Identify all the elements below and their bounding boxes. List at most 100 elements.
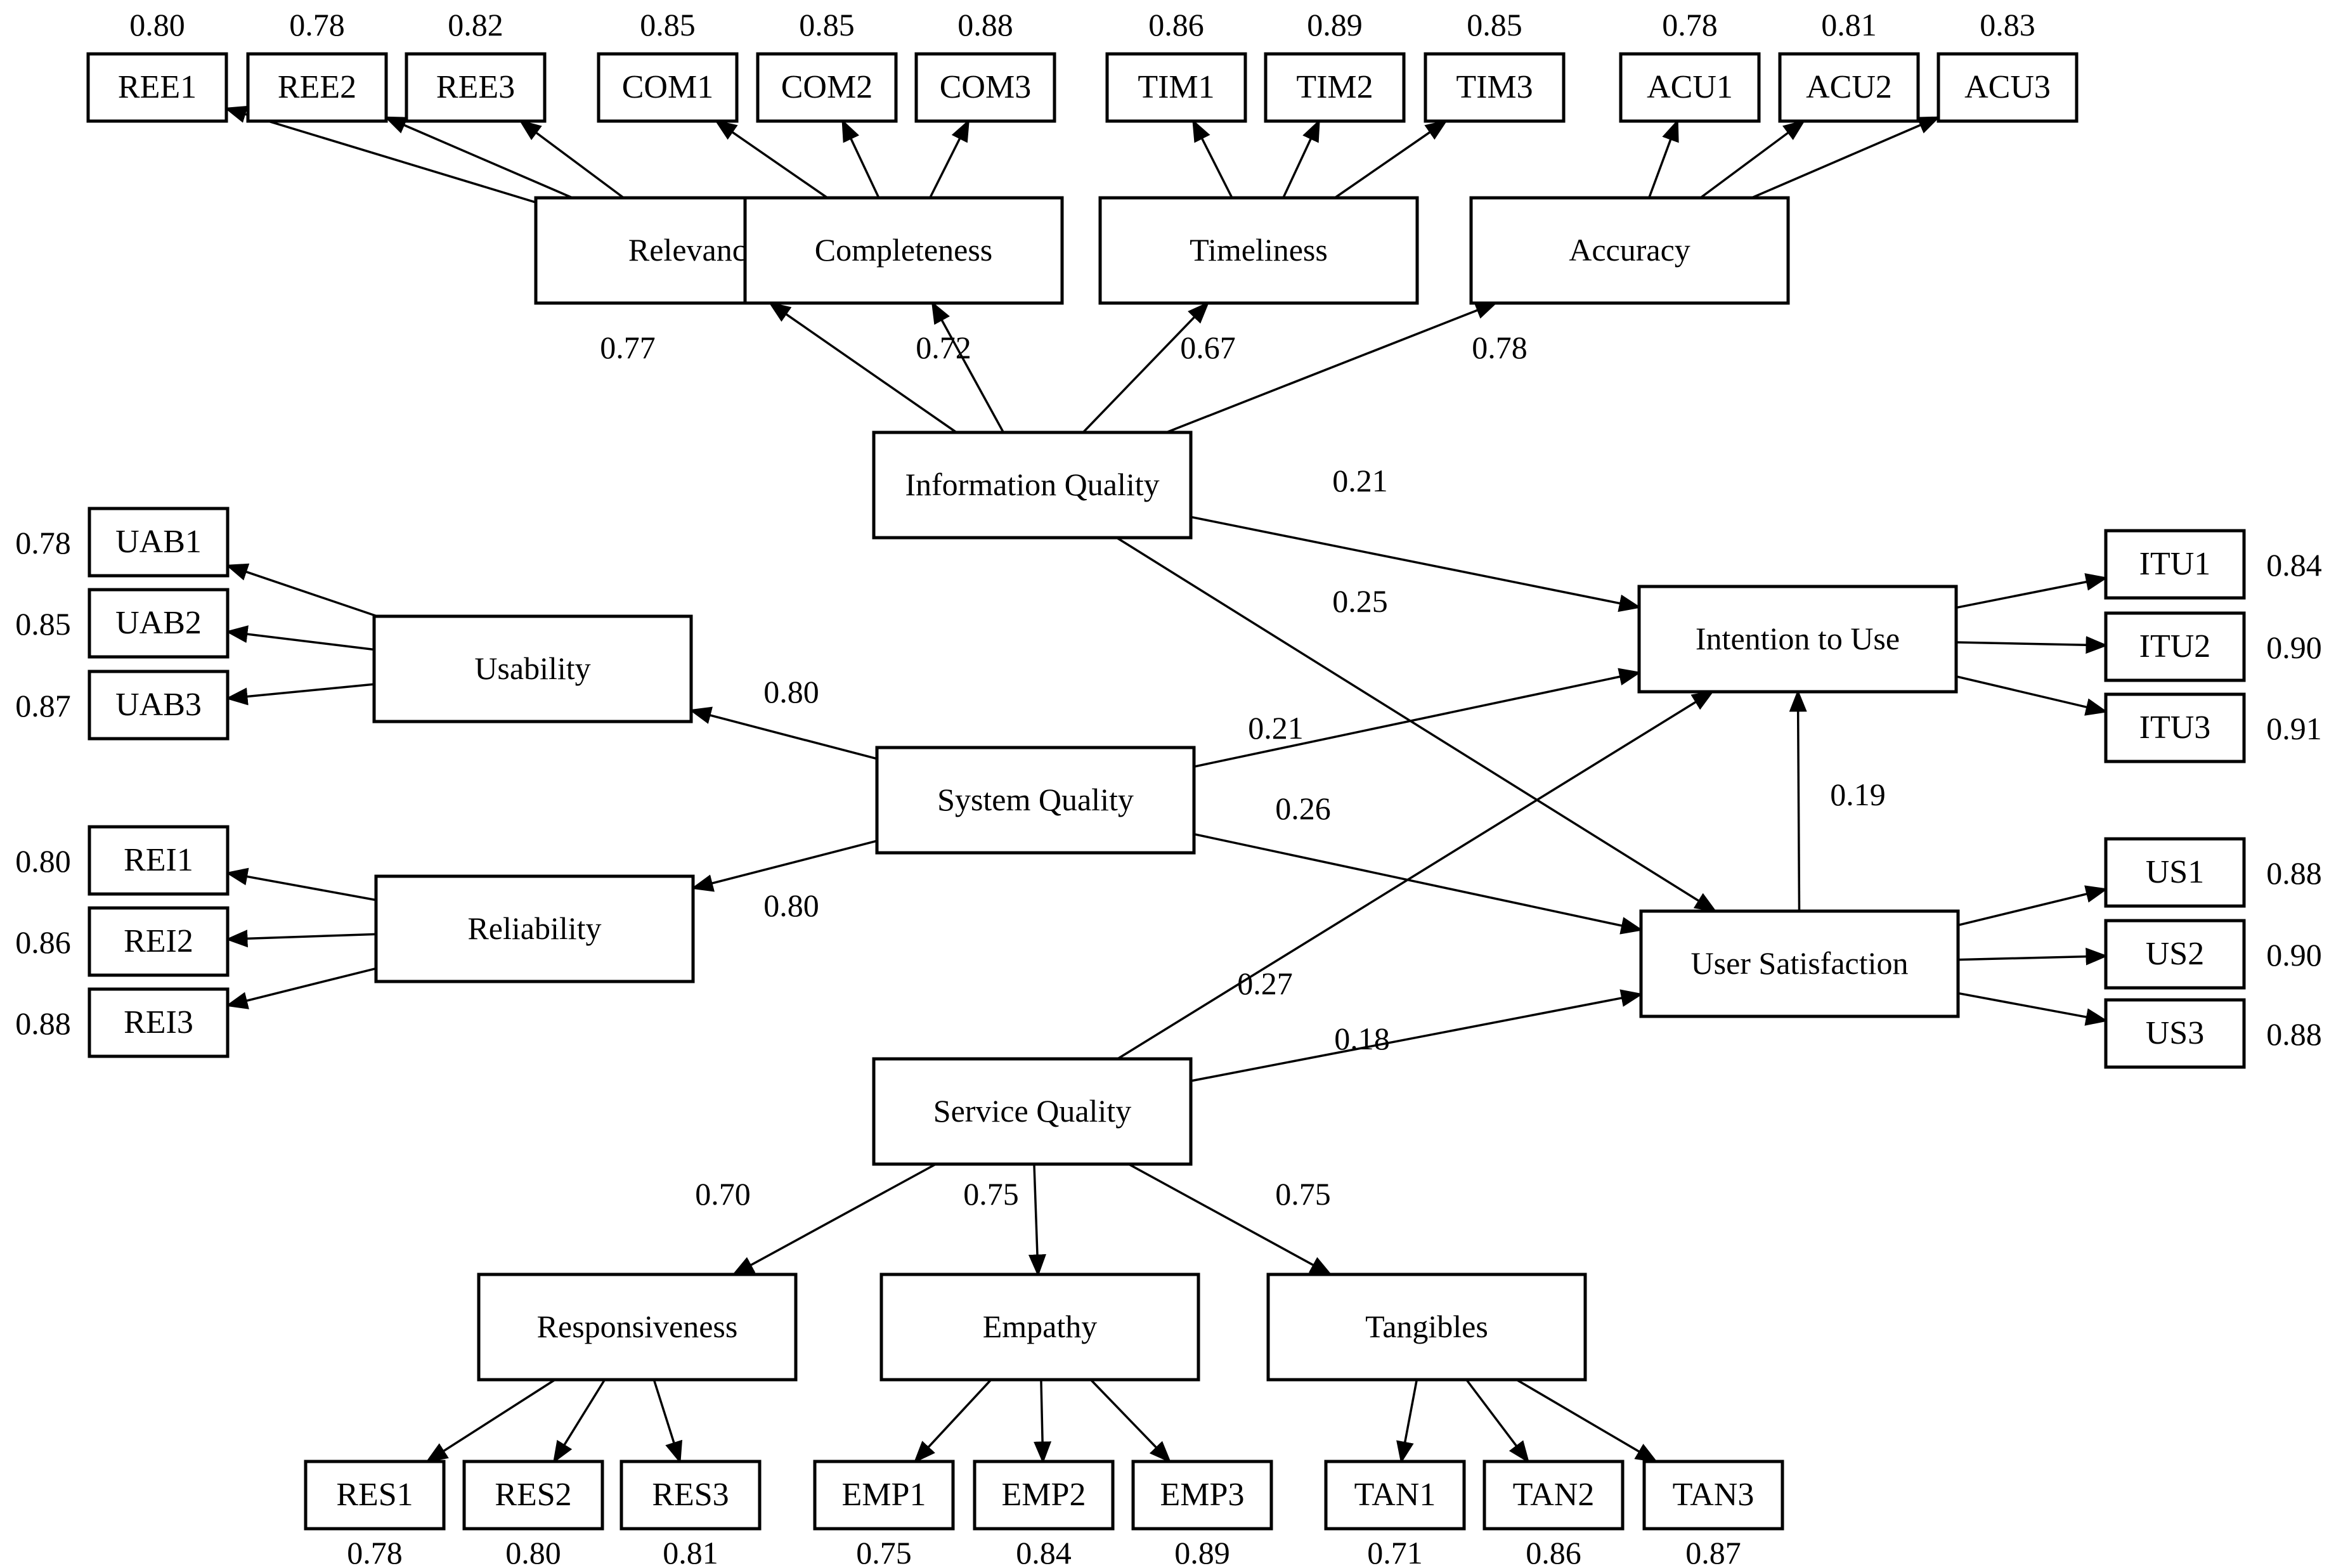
box-outline — [1778, 52, 1920, 123]
indicator-box-emp1: EMP1 — [813, 1460, 955, 1531]
indicator-label: EMP3 — [1160, 1477, 1245, 1513]
loading-label-emp1: 0.75 — [856, 1535, 912, 1568]
indicator-label: US1 — [2146, 854, 2204, 890]
arrow-line — [1648, 119, 1679, 198]
measurement-arrow-tim2 — [1282, 119, 1320, 198]
measurement-arrow-tim3 — [1334, 120, 1448, 199]
box-outline — [88, 588, 230, 659]
arrow-line — [225, 930, 377, 948]
indicator-label: RES3 — [652, 1477, 729, 1513]
box-outline — [477, 1273, 798, 1382]
arrow-line — [1034, 1379, 1052, 1464]
path-arrow-iq-to-time — [1082, 301, 1210, 434]
indicator-box-com2: COM2 — [756, 52, 898, 123]
arrow-line — [732, 1163, 937, 1276]
loading-label-ree1: 0.80 — [129, 7, 185, 42]
loading-label-tan2: 0.86 — [1526, 1535, 1581, 1568]
path-arrow-svq-to-emp — [1028, 1163, 1046, 1277]
arrow-line — [224, 105, 536, 204]
arrow-line — [1190, 989, 1644, 1082]
box-outline — [2104, 837, 2246, 908]
indicator-box-us2: US2 — [2104, 919, 2246, 990]
measurement-arrow-rei1 — [225, 867, 377, 902]
loading-label-us1: 0.88 — [2266, 855, 2322, 891]
box-outline — [88, 906, 230, 977]
indicator-label: REE3 — [436, 69, 515, 105]
loading-label-uab3: 0.87 — [15, 688, 71, 723]
indicator-label: COM1 — [622, 69, 713, 105]
path-arrow-svq-to-resp — [732, 1163, 937, 1276]
measurement-arrow-itu3 — [1956, 675, 2108, 716]
coefficient-label-sq-to-us: 0.26 — [1275, 791, 1331, 826]
box-outline — [1266, 1273, 1587, 1382]
indicator-label: TAN1 — [1354, 1477, 1436, 1513]
indicator-box-tan1: TAN1 — [1324, 1460, 1466, 1531]
box-outline — [1131, 1460, 1273, 1531]
path-arrow-sq-to-us — [1193, 833, 1644, 935]
construct-label: Timeliness — [1190, 232, 1328, 268]
loading-label-res1: 0.78 — [347, 1535, 403, 1568]
measurement-arrow-ree1 — [224, 105, 536, 204]
indicator-box-tan2: TAN2 — [1482, 1460, 1625, 1531]
indicator-label: REE1 — [118, 69, 197, 105]
path-arrow-iq-to-rel — [768, 302, 957, 434]
box-outline — [374, 874, 695, 983]
indicator-label: RES2 — [495, 1477, 571, 1513]
indicator-box-tim2: TIM2 — [1264, 52, 1406, 123]
measurement-arrow-tan1 — [1396, 1379, 1418, 1464]
box-outline — [304, 1460, 446, 1531]
indicator-box-ree2: REE2 — [246, 52, 388, 123]
arrow-line — [714, 120, 828, 199]
arrow-line — [225, 683, 375, 706]
construct-label: Relevance — [628, 232, 760, 268]
construct-box-emp: Empathy — [879, 1273, 1200, 1382]
coefficient-label-svq-to-itu: 0.27 — [1237, 966, 1293, 1001]
measurement-arrow-uab1 — [225, 563, 378, 618]
loading-label-acu2: 0.81 — [1821, 7, 1877, 42]
indicator-label: COM3 — [940, 69, 1031, 105]
indicator-label: COM2 — [781, 69, 873, 105]
arrow-line — [1193, 833, 1644, 935]
box-outline — [86, 52, 228, 123]
box-outline — [88, 987, 230, 1058]
indicator-box-us1: US1 — [2104, 837, 2246, 908]
construct-label: Tangibles — [1365, 1309, 1488, 1344]
box-outline — [372, 614, 693, 723]
coefficient-label-us-to-itu: 0.19 — [1830, 777, 1886, 812]
box-outline — [1642, 1460, 1784, 1531]
arrow-line — [1396, 1379, 1418, 1464]
measurement-arrow-com2 — [841, 119, 880, 198]
box-outline — [1098, 196, 1419, 305]
indicator-box-tim3: TIM3 — [1424, 52, 1566, 123]
measurement-arrow-emp3 — [1089, 1378, 1172, 1463]
construct-label: Empathy — [983, 1309, 1098, 1344]
indicator-box-uab2: UAB2 — [88, 588, 230, 659]
arrow-line — [1089, 1378, 1172, 1463]
measurement-arrow-emp1 — [913, 1378, 992, 1463]
box-outline — [872, 431, 1193, 540]
indicator-box-us3: US3 — [2104, 998, 2246, 1069]
arrow-line — [689, 706, 878, 760]
arrow-line — [1751, 116, 1941, 199]
arrow-line — [1957, 992, 2108, 1026]
arrow-line — [519, 119, 625, 199]
arrow-line — [1956, 636, 2108, 654]
indicator-box-itu2: ITU2 — [2104, 611, 2246, 682]
construct-box-svq: Service Quality — [872, 1057, 1193, 1166]
box-outline — [1469, 196, 1790, 305]
measurement-arrow-acu2 — [1699, 119, 1806, 199]
box-outline — [405, 52, 547, 123]
construct-label: Responsiveness — [537, 1309, 738, 1344]
indicator-box-tan3: TAN3 — [1642, 1460, 1784, 1531]
box-outline — [597, 52, 739, 123]
arrow-line — [425, 1378, 556, 1463]
construct-label: Intention to Use — [1696, 621, 1900, 656]
indicator-label: UAB2 — [115, 605, 202, 641]
coefficient-label-svq-to-tan: 0.75 — [1275, 1176, 1331, 1212]
box-outline — [973, 1460, 1115, 1531]
indicator-box-ree1: REE1 — [86, 52, 228, 123]
loading-label-rei2: 0.86 — [15, 924, 71, 960]
measurement-arrow-us1 — [1957, 885, 2108, 926]
measurement-arrow-emp2 — [1034, 1379, 1052, 1464]
indicator-box-com3: COM3 — [914, 52, 1056, 123]
